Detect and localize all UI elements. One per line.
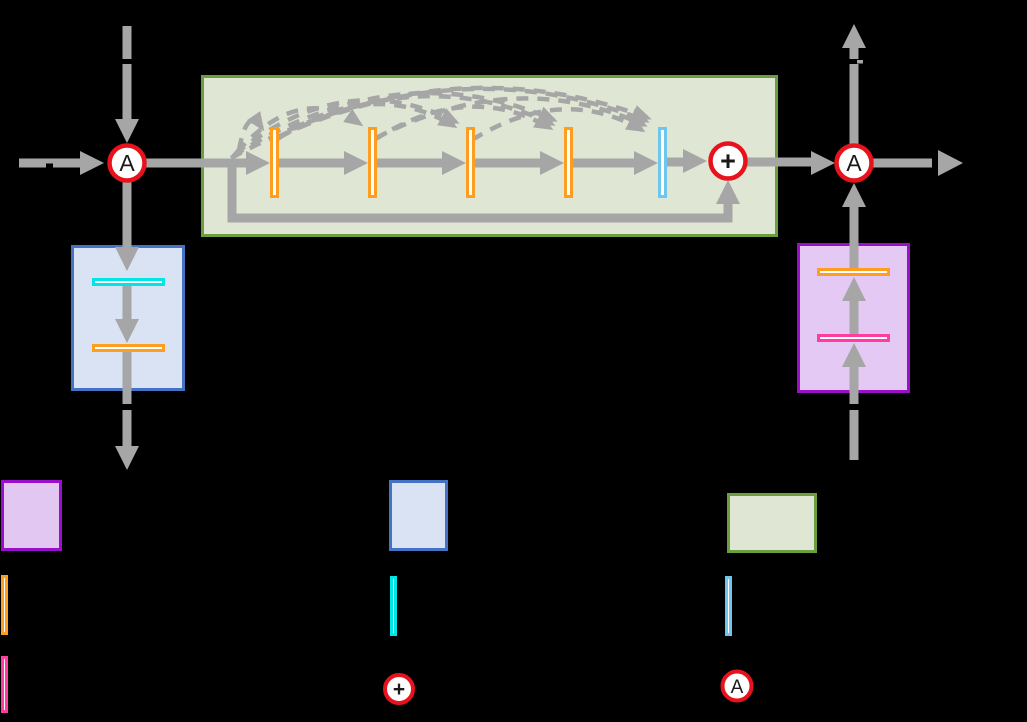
purplebox-pink-layer [817,334,890,342]
bluebox-cyan-layer [92,278,165,286]
blue-box-icon [389,480,448,551]
purple-box-icon [1,480,62,551]
skip-arc [279,86,650,139]
arrowhead [842,277,866,301]
circle-nodes: A + A [107,141,874,183]
lightblue-bar-icon [725,576,732,636]
residual-bypass-line [227,163,733,223]
cyan-bar-icon [390,576,397,636]
legend-sum-label: + [393,678,405,701]
arrowhead [246,151,270,175]
skip-arc [236,111,265,151]
label-gap-notch [46,163,53,169]
green-box-icon [727,493,817,553]
combine-node-left-label: A [119,150,135,176]
combine-node-right [834,143,874,183]
arrowhead [842,343,866,367]
arrowhead [80,151,104,175]
signal-arrows [19,26,932,460]
arrowhead [938,150,963,176]
arrowhead [344,151,368,175]
arrowhead [842,183,866,207]
weight-layer-bar-4 [564,127,573,198]
label-dash-remnant [857,60,863,64]
arrowhead [842,24,866,48]
combine-circle-icon [720,669,754,703]
arrowheads [80,24,963,470]
weight-layer-bar-2 [368,127,377,198]
arrowhead [115,319,139,343]
projection-layer-bar [658,127,667,198]
sum-circle-icon [383,673,415,705]
weight-layer-bar-3 [466,127,475,198]
weight-layer-bar-1 [270,127,279,198]
side-box-layers [92,268,890,352]
orange-bar-icon [1,575,8,635]
skip-arc [470,107,646,142]
combine-node-right-label: A [846,150,862,176]
sum-node [708,141,748,181]
arrowhead [634,151,658,175]
legend: + A [1,480,817,713]
dense-skip-connections [229,85,652,160]
arrowhead [811,151,835,175]
combine-node-left [107,143,147,183]
arrowhead [115,247,139,271]
dense-block-layers [270,127,667,198]
arrowhead [540,151,564,175]
pink-bar-icon [1,656,8,713]
arrowhead [683,149,707,173]
bluebox-orange-layer [92,344,165,352]
arrowhead [115,446,139,470]
purplebox-orange-layer [817,268,890,276]
arrowhead [716,180,740,204]
sum-node-label: + [720,146,736,176]
legend-combine-label: A [731,677,744,698]
arrowhead [442,151,466,175]
arrowhead [115,119,139,143]
